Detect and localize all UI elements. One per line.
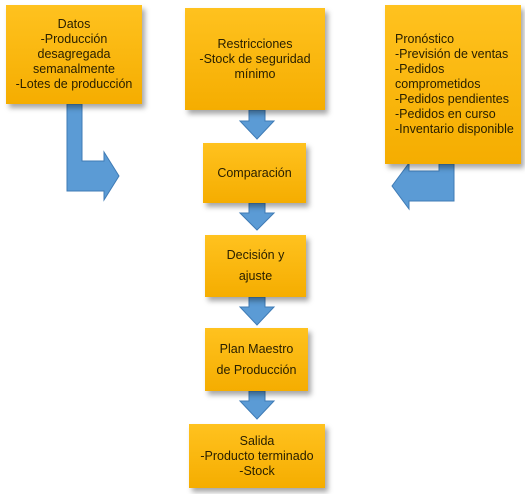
arrow-pronostico-to-comparacion xyxy=(391,161,455,211)
restricciones-line: -Stock de seguridad xyxy=(199,51,311,66)
plan-maestro-title: de Producción xyxy=(216,362,297,377)
plan-maestro-box: Plan Maestro de Producción xyxy=(205,328,308,391)
pronostico-line: -Pedidos pendientes xyxy=(395,92,509,106)
pronostico-box: Pronóstico -Previsión de ventas -Pedidos… xyxy=(385,5,521,164)
decision-title: ajuste xyxy=(238,269,273,283)
arrow-comparacion-to-decision xyxy=(238,202,276,231)
arrow-plan-to-salida xyxy=(238,390,276,420)
restricciones-box: Restricciones -Stock de seguridad mínimo xyxy=(185,8,325,110)
pronostico-line: -Inventario disponible xyxy=(395,122,514,136)
datos-line: desagregada xyxy=(37,47,111,61)
datos-line: -Producción xyxy=(40,32,108,46)
datos-box: Datos -Producción desagregada semanalmen… xyxy=(6,5,142,104)
salida-line: -Stock xyxy=(239,463,275,478)
salida-box: Salida -Producto terminado -Stock xyxy=(189,424,325,488)
pronostico-line: -Previsión de ventas xyxy=(395,47,509,61)
arrow-decision-to-plan xyxy=(238,296,276,326)
pronostico-line: comprometidos xyxy=(395,77,481,91)
comparacion-box: Comparación xyxy=(203,143,306,203)
datos-line: semanalmente xyxy=(33,62,115,76)
plan-maestro-title: Plan Maestro xyxy=(219,341,294,356)
arrow-datos-to-comparacion xyxy=(66,103,120,202)
decision-box: Decisión y ajuste xyxy=(205,235,306,297)
pronostico-title: Pronóstico xyxy=(395,32,455,46)
salida-line: -Producto terminado xyxy=(200,448,314,463)
datos-title: Datos xyxy=(57,17,91,31)
salida-title: Salida xyxy=(239,433,275,448)
restricciones-title: Restricciones xyxy=(217,36,293,51)
decision-title: Decisión y xyxy=(226,248,285,262)
restricciones-line: mínimo xyxy=(234,66,276,81)
pronostico-line: -Pedidos xyxy=(395,62,445,76)
datos-line: -Lotes de producción xyxy=(15,77,133,91)
comparacion-title: Comparación xyxy=(217,165,292,180)
arrow-restricciones-to-comparacion xyxy=(238,109,276,140)
pronostico-line: -Pedidos en curso xyxy=(395,107,496,121)
